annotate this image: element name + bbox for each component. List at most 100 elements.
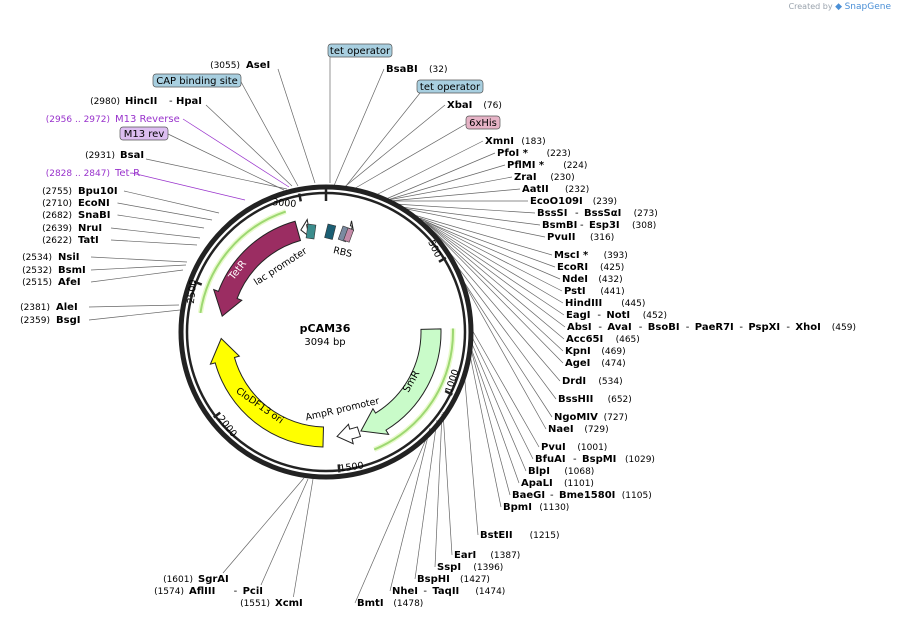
site-name: PspXI (748, 322, 780, 333)
site-label-bsgi[interactable]: (2359)BsgI (20, 315, 80, 326)
site-name: BstEII (480, 530, 513, 541)
site-label-hindiii[interactable]: HindIII(445) (565, 298, 645, 309)
feature-ampr-promoter-arrow[interactable] (336, 423, 362, 445)
site-label-bsai[interactable]: (2931)BsaI (85, 150, 144, 161)
site-label-ecori[interactable]: EcoRI(425) (557, 262, 624, 273)
site-name: BsgI (56, 315, 80, 326)
feature-rbs-label: RBS (332, 245, 353, 260)
site-name: AvaI (607, 322, 631, 333)
site-label-baegi-bme1580i[interactable]: BaeGI-Bme1580I(1105) (512, 490, 652, 501)
site-position: (2532) (22, 266, 52, 276)
feature-tetr-arrow[interactable] (212, 220, 302, 318)
site-label-alei[interactable]: (2381)AleI (20, 302, 78, 313)
site-position: (1551) (240, 599, 270, 609)
site-position: (1215) (530, 531, 560, 541)
feature-smr-arrow[interactable] (360, 328, 442, 436)
site-name: Acc65I (566, 334, 603, 345)
primer-label-m13-reverse[interactable]: (2956 .. 2972)M13 Reverse (46, 114, 180, 125)
leader-line (469, 332, 534, 460)
site-label-ecoo109i[interactable]: EcoO109I(239) (530, 196, 617, 207)
site-label-bsmi[interactable]: (2532)BsmI (22, 265, 86, 276)
leader-line (469, 338, 527, 472)
site-label-bfuai-bspmi[interactable]: BfuAI-BspMI(1029) (535, 454, 655, 465)
site-label-econi[interactable]: (2710)EcoNI (42, 198, 110, 209)
site-label-absi-avai-bsobi-paer7i-pspxi-xhoi[interactable]: AbsI-AvaI-BsoBI-PaeR7I-PspXI-XhoI(459) (567, 322, 856, 333)
site-label-agei[interactable]: AgeI(474) (565, 358, 626, 369)
leader-line (401, 207, 546, 238)
site-name: NaeI (548, 424, 574, 435)
site-label-apali[interactable]: ApaLI(1101) (521, 478, 594, 489)
leader-line (260, 478, 309, 586)
site-position: (32) (429, 65, 447, 75)
site-label-nrui[interactable]: (2639)NruI (42, 223, 102, 234)
leader-line (182, 118, 290, 188)
site-name: PvuII (547, 232, 575, 243)
site-label-zrai[interactable]: ZraI(230) (514, 172, 575, 183)
site-label-xbai[interactable]: XbaI(76) (447, 100, 502, 111)
site-label-bsssi-bsss-i[interactable]: BssSI-BssSαI(273) (537, 208, 658, 219)
site-label-bsshii[interactable]: BssHII(652) (558, 394, 632, 405)
sequence-feature-box[interactable] (343, 227, 355, 243)
site-label-bsmbi-esp3i[interactable]: BsmBI-Esp3I(308) (542, 220, 656, 231)
leader-line (424, 221, 565, 316)
site-label-aatii[interactable]: AatII(232) (522, 184, 589, 195)
leader-line (442, 411, 453, 556)
site-label-xcmi[interactable]: (1551)XcmI (240, 598, 303, 609)
site-label-bsteii[interactable]: BstEII (1215) (480, 530, 560, 541)
site-name: BmtI (357, 598, 384, 609)
site-label-bsphi[interactable]: BspHI(1427) (417, 574, 490, 585)
site-label-hincii-hpai[interactable]: (2980)HincII-HpaI (90, 96, 202, 107)
site-label-pvui[interactable]: PvuI(1001) (541, 442, 607, 453)
site-position: (2710) (42, 199, 72, 209)
site-label-bsabi[interactable]: BsaBI(32) (386, 64, 447, 75)
leader-line (167, 133, 285, 191)
feature-clodf13-ori-arrow[interactable] (209, 337, 325, 448)
site-label-blpi[interactable]: BlpI(1068) (528, 466, 594, 477)
site-label-ngomiv[interactable]: NgoMIV(727) (554, 412, 628, 423)
feature-box-tet-operator-0[interactable]: tet operator (327, 43, 393, 58)
site-position: (230) (550, 173, 574, 183)
site-label-sgrai[interactable]: (1601)SgrAI (163, 574, 229, 585)
primer-position: (2828 .. 2847) (46, 169, 110, 179)
site-label-kpni[interactable]: KpnI(469) (565, 346, 626, 357)
feature-box-tet-operator-2[interactable]: tet operator (416, 79, 484, 94)
sequence-feature-box[interactable] (324, 223, 337, 240)
feature-box-cap-binding-site-1[interactable]: CAP binding site (152, 73, 242, 88)
primer-position: (2956 .. 2972) (46, 115, 110, 125)
site-label-xmni[interactable]: XmnI(183) (485, 136, 546, 147)
primer-box-m13-rev[interactable]: M13 rev (119, 126, 169, 141)
site-position: (273) (634, 209, 658, 219)
feature-box-6xhis-3-text: 6xHis (469, 118, 497, 129)
site-label-snabi[interactable]: (2682)SnaBI (42, 210, 110, 221)
site-position: (3055) (210, 61, 240, 71)
site-label-sspi[interactable]: SspI(1396) (437, 562, 503, 573)
site-label-acc65i[interactable]: Acc65I(465) (566, 334, 640, 345)
site-label-asei[interactable]: (3055)AseI (210, 60, 270, 71)
site-name: NgoMIV (554, 412, 598, 423)
site-label-nhei-taqii[interactable]: NheI-TaqII(1474) (392, 586, 505, 597)
site-label-nsii[interactable]: (2534)NsiI (22, 252, 79, 263)
site-label-msci[interactable]: MscI *(393) (554, 250, 628, 261)
site-label-bpu10i[interactable]: (2755)Bpu10I (42, 186, 117, 197)
site-position: (1101) (564, 479, 594, 489)
site-label-afei[interactable]: (2515)AfeI (22, 277, 81, 288)
site-label-pfoi[interactable]: PfoI *(223) (497, 148, 571, 159)
primer-label-tet-r[interactable]: (2828 .. 2847)Tet-R (46, 168, 140, 179)
site-label-afliii-pcii[interactable]: (1574)AflIII-PciI (154, 586, 263, 597)
site-label-naei[interactable]: NaeI(729) (548, 424, 609, 435)
sequence-feature-box[interactable] (305, 223, 317, 240)
site-separator: - (597, 310, 601, 321)
site-name: SspI (437, 562, 461, 573)
site-label-psti[interactable]: PstI(441) (564, 286, 625, 297)
site-label-tati[interactable]: (2622)TatI (42, 235, 99, 246)
site-label-bpmi[interactable]: BpmI(1130) (503, 502, 569, 513)
leader-line (110, 239, 198, 246)
feature-box-6xhis-3[interactable]: 6xHis (465, 115, 501, 130)
site-label-eagi-noti[interactable]: EagI-NotI(452) (566, 310, 667, 321)
site-label-eari[interactable]: EarI(1387) (454, 550, 520, 561)
site-label-pflmi[interactable]: PflMI *(224) (507, 160, 587, 171)
site-label-drdi[interactable]: DrdI(534) (562, 376, 623, 387)
site-label-pvuii[interactable]: PvuII(316) (547, 232, 614, 243)
site-label-ndei[interactable]: NdeI(432) (562, 274, 623, 285)
site-label-bmti[interactable]: BmtI(1478) (357, 598, 423, 609)
